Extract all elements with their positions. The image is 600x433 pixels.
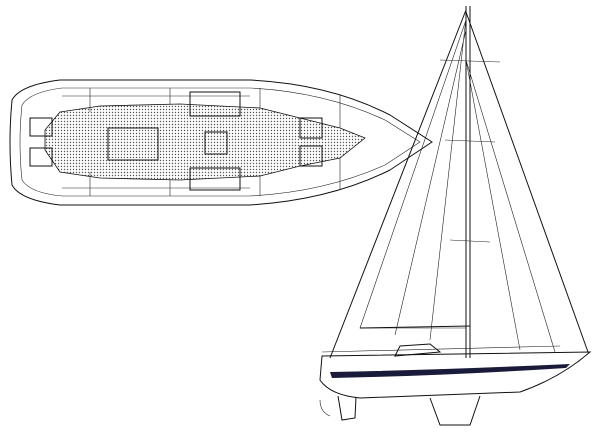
deck-hatch-forward [189, 91, 241, 117]
head-compartment [299, 117, 323, 139]
lifelines [321, 345, 561, 353]
mast-step [204, 131, 228, 155]
spreaders [439, 59, 501, 243]
settee-lines [62, 95, 250, 189]
rigging-lines [394, 17, 521, 351]
plan-inner-outline [19, 87, 421, 197]
sail-plan [329, 6, 589, 359]
skeg [319, 399, 331, 417]
hull [319, 351, 592, 399]
aft-cabin-berth [29, 147, 53, 167]
hull-stripe [330, 364, 570, 378]
backstay [329, 9, 467, 359]
interior-plan [9, 79, 433, 206]
head-compartment [299, 145, 323, 167]
aft-cabin-berth [29, 117, 53, 137]
boom [359, 325, 471, 329]
mainsail [359, 19, 467, 329]
hull-profile [319, 343, 592, 426]
inner-forestay [465, 59, 556, 353]
rudder [337, 395, 357, 421]
saloon-table [107, 127, 159, 161]
doghouse [394, 343, 442, 357]
forestay [465, 11, 589, 353]
keel [429, 395, 481, 426]
plan-hull-outline [9, 79, 433, 206]
deck-hatch-aft [189, 167, 241, 191]
